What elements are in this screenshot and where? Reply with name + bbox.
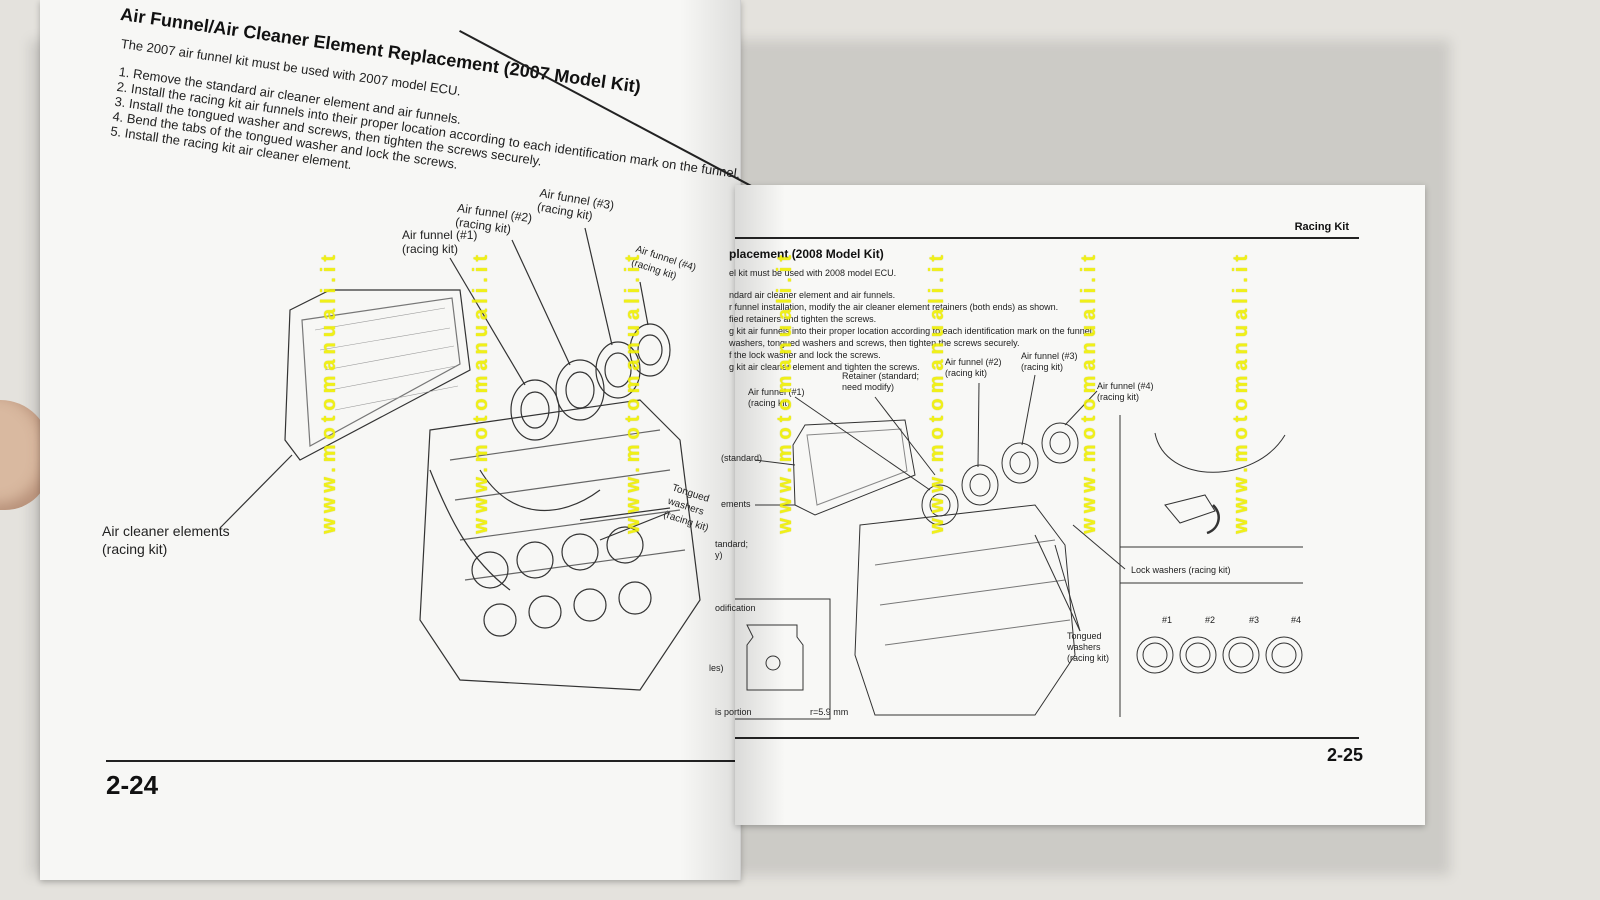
funnel-number-4: #4 bbox=[1291, 615, 1302, 625]
header-rule bbox=[735, 237, 1359, 239]
watermark: www.motomanuali.it bbox=[318, 250, 340, 534]
callout-lock-washers: Lock washers (racing kit) bbox=[1131, 565, 1231, 575]
callout-standard: (standard) bbox=[721, 453, 763, 463]
watermark: www.motomanuali.it bbox=[774, 250, 796, 534]
watermark: www.motomanuali.it bbox=[622, 250, 644, 534]
callout-tongued-washers: Tongued washers (racing kit) bbox=[1067, 631, 1110, 663]
step: washers, tongued washers and screws, the… bbox=[729, 338, 1020, 348]
steps-list: ndard air cleaner element and air funnel… bbox=[729, 289, 1094, 373]
callout-holes: les) bbox=[709, 663, 724, 673]
callout-this-portion: is portion bbox=[715, 707, 752, 717]
callout-air-cleaner: Air cleaner elements (racing kit) bbox=[102, 523, 230, 557]
funnel-number-2: #2 bbox=[1205, 615, 1216, 625]
watermark: www.motomanuali.it bbox=[1078, 250, 1100, 534]
funnel-number-1: #1 bbox=[1162, 615, 1173, 625]
page-title: placement (2008 Model Kit) bbox=[729, 247, 884, 261]
callout-funnel-1: Air funnel (#1) (racing kit) bbox=[402, 228, 478, 256]
footer-rule bbox=[735, 737, 1359, 739]
diagram-2007 bbox=[219, 227, 701, 691]
step: g kit air cleaner element and tighten th… bbox=[729, 362, 920, 372]
watermark: www.motomanuali.it bbox=[470, 250, 492, 534]
callout-retainer: Retainer (standard; need modify) bbox=[842, 371, 920, 392]
watermark: www.motomanuali.it bbox=[1230, 250, 1252, 534]
page-number: 2-24 bbox=[106, 770, 159, 800]
callout-funnel-3: Air funnel (#3) (racing kit) bbox=[1021, 351, 1078, 372]
funnel-number-3: #3 bbox=[1249, 615, 1260, 625]
footer-rule bbox=[106, 760, 766, 762]
callout-elements: ements bbox=[721, 499, 751, 509]
step: ndard air cleaner element and air funnel… bbox=[729, 290, 896, 300]
step: f the lock washer and lock the screws. bbox=[729, 350, 881, 360]
diagram-2008 bbox=[735, 374, 1303, 720]
callout-modification: odification bbox=[715, 603, 756, 613]
page-number: 2-25 bbox=[1326, 745, 1363, 765]
left-page: Air Funnel/Air Cleaner Element Replaceme… bbox=[40, 0, 766, 880]
step: fied retainers and tighten the screws. bbox=[729, 314, 877, 324]
right-page: Racing Kit placement (2008 Model Kit) el… bbox=[709, 185, 1425, 825]
section-header: Racing Kit bbox=[1294, 221, 1349, 233]
callout-funnel-2: Air funnel (#2) (racing kit) bbox=[945, 357, 1002, 378]
step: g kit air funnels into their proper loca… bbox=[729, 326, 1095, 336]
page-subtitle: el kit must be used with 2008 model ECU. bbox=[729, 268, 897, 278]
watermark: www.motomanuali.it bbox=[926, 250, 948, 534]
callout-funnel-1: Air funnel (#1) (racing kit) bbox=[748, 387, 805, 408]
callout-radius: r=5.9 mm bbox=[810, 707, 849, 717]
callout-funnel-4: Air funnel (#4) (racing kit) bbox=[1097, 381, 1154, 402]
callout-standard-2: tandard; y) bbox=[715, 539, 749, 560]
step: r funnel installation, modify the air cl… bbox=[729, 302, 1059, 312]
